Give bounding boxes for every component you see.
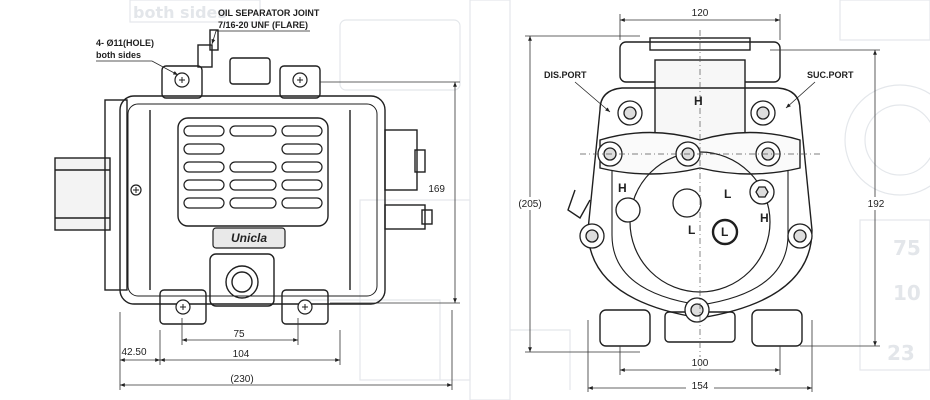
mark-l-badge: L: [721, 225, 728, 239]
callout-oil-leader: [211, 30, 310, 45]
background-watermark: [129, 0, 930, 400]
watermark-text-top: both sides: [133, 3, 227, 22]
watermark-text-right-1: 75: [893, 236, 921, 260]
dimension-120: 120: [692, 8, 709, 19]
callout-hole-leader: [96, 60, 179, 76]
label-dis-port: DIS.PORT: [544, 70, 587, 80]
mark-h-top: H: [694, 94, 703, 108]
callout-hole-line1: 4- Ø11(HOLE): [96, 38, 154, 48]
dimension-104: 104: [233, 349, 250, 360]
dimension-154: 154: [692, 381, 709, 392]
side-view-body: [54, 29, 433, 325]
dimension-75: 75: [233, 329, 245, 340]
dimension-169: 169: [428, 184, 445, 195]
brand-plate-text: Unicla: [231, 231, 267, 245]
mark-l-lower: L: [688, 223, 695, 237]
label-suc-port: SUC.PORT: [807, 70, 854, 80]
callout-oil-line2: 7/16-20 UNF (FLARE): [218, 20, 308, 30]
dimension-192: 192: [868, 199, 885, 210]
callout-hole-line2: both sides: [96, 50, 141, 60]
front-view: H H L L H L DIS.PORT SUC.PORT: [513, 7, 890, 392]
side-view: Unicla 4- Ø11(HOLE) both sides OIL SEPAR…: [54, 8, 460, 390]
callout-oil-line1: OIL SEPARATOR JOINT: [218, 8, 320, 18]
dimension-42-50: 42.50: [121, 347, 146, 358]
mark-l-center: L: [724, 187, 731, 201]
dimension-230: (230): [230, 374, 253, 385]
brand-plate: [212, 227, 286, 249]
mark-h-right: H: [760, 211, 769, 225]
mark-h-left: H: [618, 181, 627, 195]
leader-dis-port: [574, 81, 611, 113]
dimension-205: (205): [518, 199, 541, 210]
leader-suc-port: [785, 81, 816, 109]
watermark-text-right-2: 10: [893, 281, 921, 305]
watermark-text-right-3: 23: [887, 341, 915, 365]
dimension-100: 100: [692, 358, 709, 369]
